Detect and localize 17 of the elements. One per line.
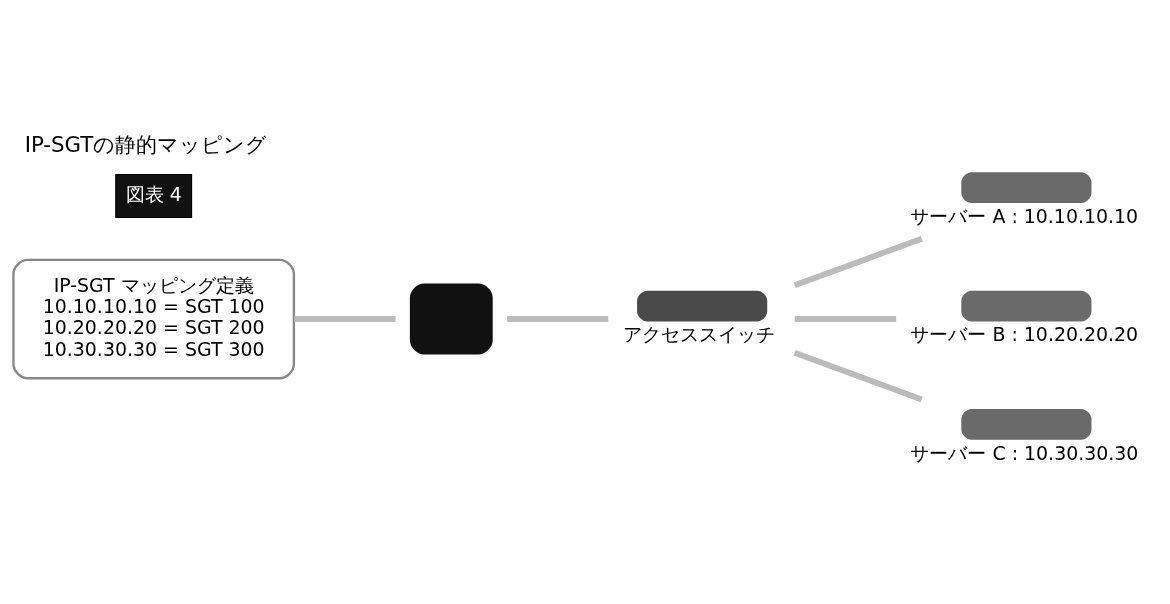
connector xyxy=(294,315,396,322)
connector xyxy=(793,349,923,402)
node-label: アクセススイッチ xyxy=(623,322,776,345)
node-bar xyxy=(961,290,1092,321)
label: 図表 4 xyxy=(125,182,182,204)
node-label: サーバー B : 10.20.20.20 xyxy=(910,322,1139,345)
connector xyxy=(507,315,609,322)
node-bar xyxy=(637,290,768,321)
connector xyxy=(793,235,923,288)
node-label: サーバー C : 10.30.30.30 xyxy=(910,441,1139,464)
node-label: サーバー A : 10.10.10.10 xyxy=(910,204,1139,227)
diagram-title: IP-SGTの静的マッピング xyxy=(24,131,268,157)
node-box xyxy=(409,283,493,355)
connector xyxy=(794,315,897,322)
node-box: IP-SGT マッピング定義 10.10.10.10 = SGT 100 10.20.20.20 = SGT 200 10.30.30.30 = SGT 300 xyxy=(12,258,296,379)
node-bar xyxy=(961,171,1092,203)
node-bar xyxy=(961,408,1092,440)
